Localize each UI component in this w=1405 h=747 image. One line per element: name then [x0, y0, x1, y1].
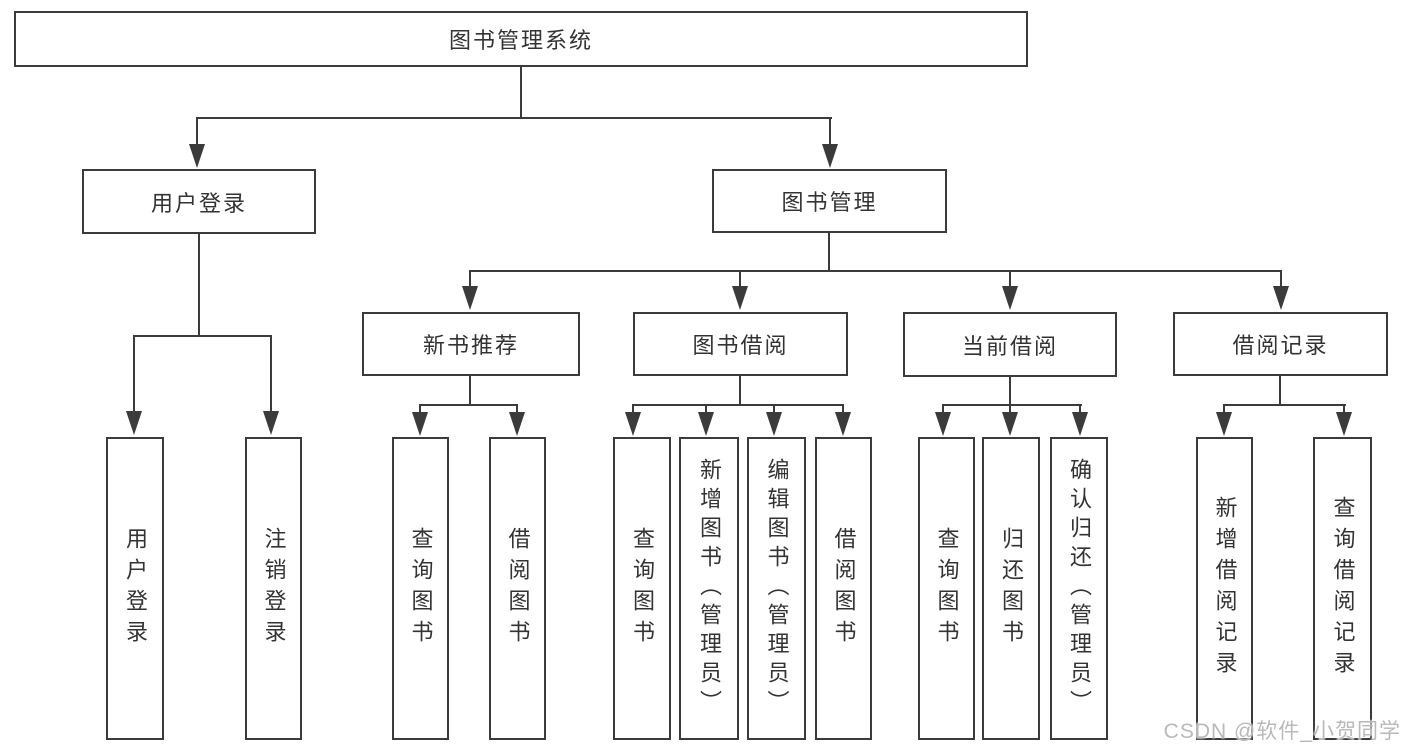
node-new-book-rec: 新书推荐	[362, 312, 580, 376]
connector-br-query-shaft	[1343, 406, 1345, 412]
leaf-bb-query-book: 查询图书	[613, 437, 671, 740]
arrowhead-currentborrow	[1002, 286, 1018, 310]
connector-borrowrecord-shaft	[1280, 272, 1282, 288]
arrowhead-newbook	[462, 286, 478, 310]
arrowhead-nb-borrow	[509, 412, 525, 436]
connector-nb-borrow-shaft	[516, 406, 518, 412]
connector-userlogin-rail	[133, 335, 272, 337]
arrowhead-cb-confirm	[1072, 412, 1088, 436]
connector-bb-rail	[632, 404, 844, 406]
connector-br-add-shaft	[1223, 406, 1225, 412]
connector-userlogin-shaft	[196, 119, 198, 146]
arrowhead-bb-edit	[766, 412, 782, 436]
connector-l2-rail	[196, 117, 832, 119]
connector-newbook-shaft	[469, 272, 471, 288]
arrowhead-bb-borrow	[835, 412, 851, 436]
arrowhead-bookborrow	[732, 286, 748, 310]
connector-l3-rail	[469, 270, 1282, 272]
node-borrow-record: 借阅记录	[1173, 312, 1388, 376]
arrowhead-bb-query	[625, 412, 641, 436]
node-book-mgmt-label: 图书管理	[781, 190, 878, 215]
leaf-bb-edit-book: 编辑图书（管理员）	[747, 437, 806, 740]
connector-leaf-logout-shaft	[270, 337, 272, 413]
arrowhead-cb-query	[935, 412, 951, 436]
arrowhead-bookmgmt	[822, 144, 838, 168]
node-root: 图书管理系统	[14, 11, 1028, 67]
node-book-borrow: 图书借阅	[633, 312, 848, 376]
leaf-bb-borrow-book: 借阅图书	[815, 437, 872, 740]
leaf-bb-add-book-label: 新增图书（管理员）	[697, 458, 722, 719]
connector-cb-return-shaft	[1009, 406, 1011, 412]
arrowhead-leaf-logout	[263, 411, 279, 435]
connector-br-stem	[1279, 376, 1281, 406]
leaf-nb-query-book-label: 查询图书	[408, 526, 434, 651]
connector-leaf-login-shaft	[133, 337, 135, 413]
leaf-br-query-record: 查询借阅记录	[1313, 437, 1372, 740]
leaf-cb-return-book: 归还图书	[982, 437, 1040, 740]
csdn-watermark: CSDN @软件_小贺同学	[1163, 720, 1401, 743]
leaf-cb-confirm-return: 确认归还（管理员）	[1050, 437, 1108, 740]
leaf-nb-borrow-book: 借阅图书	[489, 437, 546, 740]
connector-bb-borrow-shaft	[842, 406, 844, 412]
leaf-bb-query-book-label: 查询图书	[630, 526, 655, 651]
arrowhead-br-add	[1216, 412, 1232, 436]
leaf-bb-add-book: 新增图书（管理员）	[679, 437, 739, 740]
arrowhead-borrowrecord	[1273, 286, 1289, 310]
leaf-br-add-record-label: 新增借阅记录	[1212, 495, 1238, 682]
node-root-label: 图书管理系统	[448, 28, 593, 53]
connector-cb-rail	[942, 404, 1082, 406]
arrowhead-bb-add	[698, 412, 714, 436]
connector-bb-stem	[739, 375, 741, 406]
connector-bookmgmt-shaft	[829, 119, 831, 146]
arrowhead-br-query	[1336, 412, 1352, 436]
node-current-borrow: 当前借阅	[903, 312, 1117, 377]
node-user-login-label: 用户登录	[150, 190, 247, 216]
leaf-cb-query-book: 查询图书	[918, 437, 975, 740]
connector-nb-rail	[419, 404, 518, 406]
connector-bookborrow-shaft	[739, 272, 741, 288]
connector-userlogin-stem	[198, 234, 200, 336]
connector-cb-stem	[1009, 377, 1011, 406]
arrowhead-nb-query	[412, 412, 428, 436]
node-book-borrow-label: 图书借阅	[692, 333, 789, 358]
leaf-bb-edit-book-label: 编辑图书（管理员）	[764, 458, 790, 719]
leaf-logout-label: 注销登录	[261, 526, 287, 651]
connector-br-rail	[1223, 404, 1346, 406]
connector-currentborrow-shaft	[1009, 272, 1011, 288]
node-current-borrow-label: 当前借阅	[961, 333, 1058, 359]
connector-cb-query-shaft	[942, 406, 944, 412]
connector-nb-stem	[469, 375, 471, 406]
arrowhead-leaf-login	[126, 411, 142, 435]
node-user-login: 用户登录	[82, 169, 316, 234]
leaf-nb-borrow-book-label: 借阅图书	[505, 526, 531, 651]
leaf-nb-query-book: 查询图书	[392, 437, 449, 740]
connector-nb-query-shaft	[419, 406, 421, 412]
node-borrow-record-label: 借阅记录	[1232, 333, 1329, 358]
leaf-cb-return-book-label: 归还图书	[999, 526, 1024, 651]
node-book-mgmt: 图书管理	[712, 169, 947, 233]
arrowhead-userlogin	[189, 144, 205, 168]
leaf-cb-query-book-label: 查询图书	[934, 526, 960, 651]
leaf-user-login: 用户登录	[106, 437, 164, 740]
leaf-bb-borrow-book-label: 借阅图书	[831, 526, 857, 651]
connector-bb-add-shaft	[705, 406, 707, 412]
arrowhead-cb-return	[1002, 412, 1018, 436]
leaf-logout: 注销登录	[245, 437, 302, 740]
leaf-br-add-record: 新增借阅记录	[1196, 437, 1253, 740]
leaf-cb-confirm-return-label: 确认归还（管理员）	[1067, 458, 1092, 719]
connector-bookmgmt-stem	[828, 233, 830, 272]
connector-bb-edit-shaft	[773, 406, 775, 412]
connector-root-stem	[520, 66, 522, 118]
leaf-user-login-label: 用户登录	[123, 526, 148, 651]
connector-bb-query-shaft	[632, 406, 634, 412]
connector-cb-confirm-shaft	[1079, 406, 1081, 412]
node-new-book-rec-label: 新书推荐	[422, 333, 519, 358]
leaf-br-query-record-label: 查询借阅记录	[1330, 495, 1356, 682]
